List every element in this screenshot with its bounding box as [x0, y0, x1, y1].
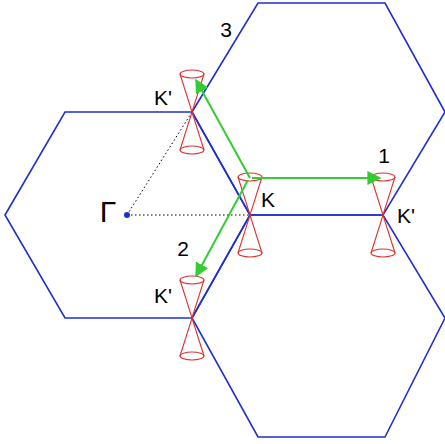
dotted-guide	[127, 112, 192, 215]
dirac-cone	[371, 215, 395, 257]
point-label: K	[261, 189, 275, 210]
callout-number: 1	[378, 145, 390, 166]
zone-hexagon	[192, 215, 445, 437]
scattering-arrow	[196, 180, 248, 276]
dirac-cone	[180, 318, 204, 360]
callout-number: 3	[220, 19, 232, 40]
point-label: Γ	[100, 197, 117, 227]
point-label: K'	[397, 205, 415, 226]
dirac-cone	[180, 70, 204, 112]
gamma-point	[124, 212, 130, 218]
dirac-cone	[238, 173, 262, 215]
scattering-arrow	[252, 177, 380, 179]
dirac-cone	[238, 215, 262, 257]
dirac-cone	[371, 173, 395, 215]
point-label: K'	[154, 87, 172, 108]
dirac-cone	[180, 276, 204, 318]
callout-number: 2	[177, 238, 189, 259]
zone-hexagon	[5, 112, 250, 318]
zone-hexagon	[192, 3, 445, 215]
point-label: K'	[154, 285, 172, 306]
scattering-arrow	[196, 80, 250, 178]
dotted-guide	[127, 215, 250, 216]
dirac-cone	[180, 112, 204, 154]
